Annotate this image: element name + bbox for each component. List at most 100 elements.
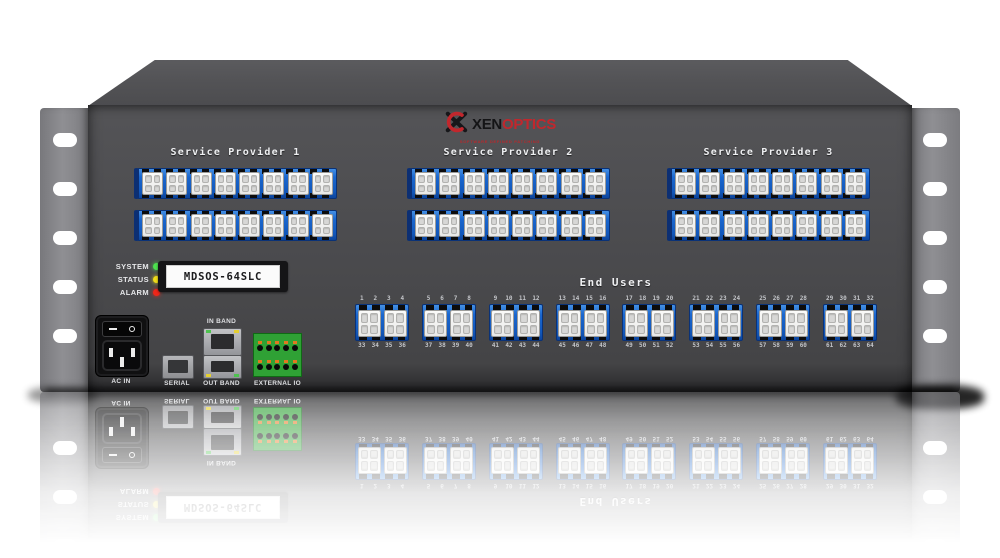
front-panel: XENOPTICS SOFTWARE DEFINED PATCHING Serv… (88, 392, 912, 558)
port-cavity (370, 313, 378, 323)
port-cavity (847, 217, 855, 225)
rack-chassis: XENOPTICS SOFTWARE DEFINED PATCHING Serv… (40, 392, 960, 558)
port-cavity (499, 217, 506, 225)
service-provider-group-1: Service Provider 1 (134, 147, 337, 252)
fiber-port-module (166, 172, 188, 195)
external-io-terminal-block (253, 333, 302, 377)
port-cavity (539, 184, 546, 192)
fiber-port-module (287, 547, 309, 558)
port-number: 42 (505, 435, 513, 442)
fiber-port-module (450, 310, 474, 337)
port-cavity (787, 450, 796, 460)
port-cavity (466, 184, 474, 192)
port-cavity (169, 175, 176, 183)
iec-c14-socket (102, 340, 142, 371)
port-number: 39 (451, 342, 460, 349)
port-cavity (735, 184, 742, 192)
out-band-label: OUT BAND (203, 397, 240, 404)
port-number: 20 (666, 295, 674, 302)
port-cavity (847, 175, 855, 183)
port-number: 12 (532, 295, 540, 302)
port-cavity (202, 184, 209, 192)
port-cavity (694, 461, 703, 471)
rack-mount-hole (923, 280, 947, 294)
port-cavity (499, 184, 506, 192)
port-cavity (177, 226, 185, 234)
system-led (153, 514, 160, 521)
port-cavity (323, 175, 330, 183)
port-number: 62 (839, 435, 847, 442)
port-number: 34 (371, 342, 379, 349)
port-cavity (704, 313, 712, 323)
port-cavity (426, 175, 434, 183)
rack-ear-right (910, 392, 960, 558)
port-cavity (520, 324, 528, 334)
fiber-port-module (439, 214, 461, 237)
rack-mount-hole (53, 133, 77, 147)
port-cavity (450, 217, 458, 225)
port-cavity (539, 550, 546, 558)
port-cavity (771, 313, 779, 323)
fiber-port-module (825, 310, 849, 337)
end-user-port-block (689, 304, 744, 341)
port-cavity (520, 461, 528, 471)
port-cavity (360, 461, 368, 471)
port-number: 12 (532, 482, 540, 489)
port-cavity (807, 217, 815, 225)
port-cavity (217, 217, 225, 225)
port-cavity (426, 217, 434, 225)
port-cavity (475, 175, 482, 183)
port-cavity (290, 550, 298, 558)
port-number: 35 (385, 435, 393, 442)
port-cavity (596, 175, 603, 183)
iec-c14-socket (102, 413, 142, 444)
port-cavity (735, 217, 742, 225)
port-cavity (386, 313, 394, 323)
port-cavity (360, 313, 368, 323)
port-number: 1 (359, 295, 364, 302)
port-cavity (775, 550, 782, 558)
port-number: 43 (518, 435, 527, 442)
port-number: 25 (759, 482, 767, 489)
port-cavity (710, 184, 718, 192)
io-terminal-point (257, 433, 264, 444)
fiber-port-module (758, 310, 782, 337)
port-cavity (561, 461, 569, 471)
port-number: 56 (732, 342, 741, 349)
status-led-label: STATUS (117, 500, 149, 509)
port-number: 16 (599, 295, 607, 302)
port-number: 32 (866, 295, 874, 302)
port-number: 57 (759, 435, 767, 442)
port-cavity (832, 217, 839, 225)
port-cavity (797, 324, 805, 334)
port-cavity (587, 217, 595, 225)
port-number: 5 (426, 295, 431, 302)
model-label: MDSOS-64SLC (166, 496, 280, 519)
out-band-rj45-port (203, 405, 242, 429)
port-cavity (290, 226, 298, 234)
fiber-port-module (747, 214, 769, 237)
port-cavity (396, 450, 404, 460)
port-cavity (314, 226, 322, 234)
fiber-port-module (239, 172, 261, 195)
port-number: 59 (786, 342, 794, 349)
fiber-port-module (415, 172, 437, 195)
fiber-port-module (699, 547, 721, 558)
port-number: 5 (426, 482, 431, 489)
port-cavity (386, 461, 394, 471)
in-band-label: IN BAND (206, 459, 237, 466)
port-cavity (587, 313, 595, 323)
port-cavity (226, 226, 233, 234)
model-label: MDSOS-64SLC (166, 265, 280, 288)
port-cavity (539, 226, 546, 234)
fiber-port-module (844, 172, 866, 195)
port-cavity (153, 217, 161, 225)
port-cavity (663, 324, 671, 334)
port-cavity (266, 550, 273, 558)
port-number: 28 (799, 482, 807, 489)
